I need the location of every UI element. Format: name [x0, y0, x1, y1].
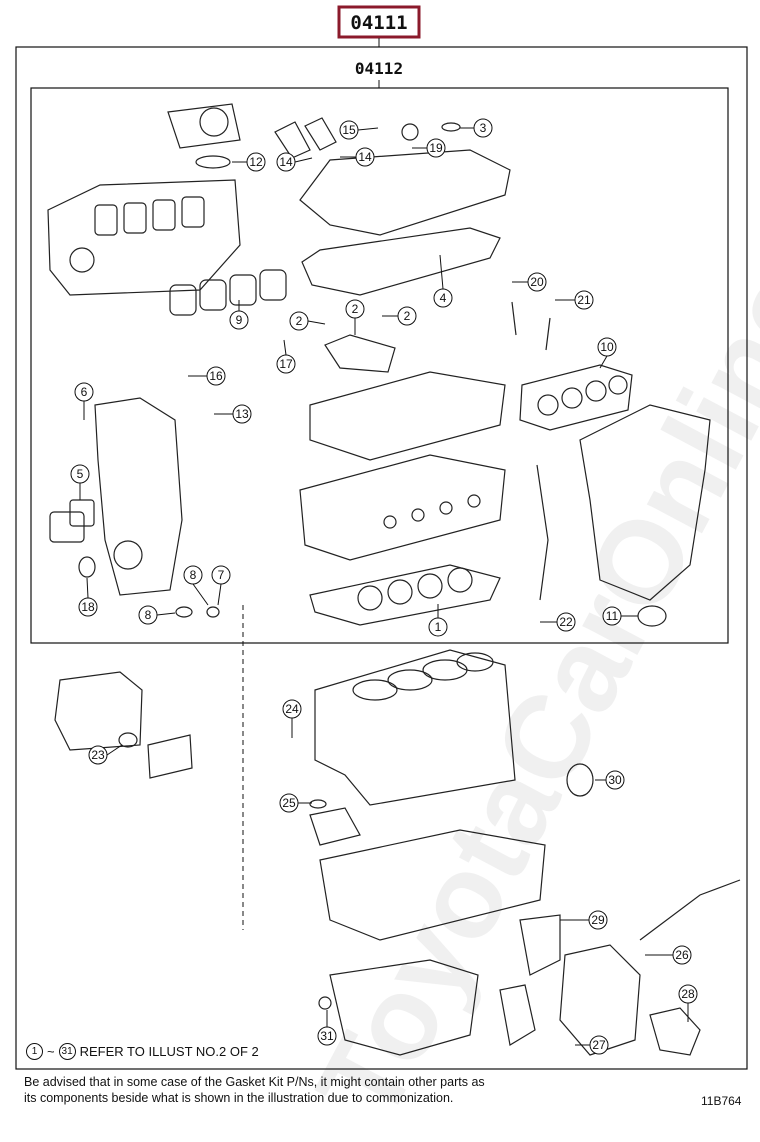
callout-26[interactable]	[672, 945, 692, 965]
callout-11[interactable]	[602, 606, 622, 626]
parts-diagram: 04111 04112	[15, 5, 748, 1070]
callout-18[interactable]	[78, 597, 98, 617]
callout-31[interactable]	[317, 1026, 337, 1046]
svg-text:1: 1	[435, 620, 442, 634]
callout-22[interactable]	[556, 612, 576, 632]
callout-28[interactable]	[678, 984, 698, 1004]
callout-24[interactable]	[282, 699, 302, 719]
callout-25[interactable]	[279, 793, 299, 813]
svg-text:30: 30	[608, 773, 622, 787]
svg-text:16: 16	[209, 369, 223, 383]
footer-line-1: Be advised that in some case of the Gask…	[24, 1075, 485, 1089]
callout-4[interactable]	[433, 288, 453, 308]
callouts: 1 2 2 2 3 4 6 5 7 8	[70, 118, 698, 1055]
svg-text:5: 5	[77, 467, 84, 481]
callout-30[interactable]	[605, 770, 625, 790]
svg-text:26: 26	[675, 948, 689, 962]
svg-text:27: 27	[592, 1038, 606, 1052]
svg-text:22: 22	[559, 615, 573, 629]
callout-8[interactable]	[183, 565, 203, 585]
ref-to: 31	[58, 1043, 76, 1060]
callout-14[interactable]	[355, 147, 375, 167]
svg-text:28: 28	[681, 987, 695, 1001]
parts-art	[47, 103, 741, 1056]
callout-21[interactable]	[574, 290, 594, 310]
callout-27[interactable]	[589, 1035, 609, 1055]
svg-text:2: 2	[404, 309, 411, 323]
illustration-number: 11B764	[701, 1094, 742, 1108]
callout-16[interactable]	[206, 366, 226, 386]
svg-text:2: 2	[296, 314, 303, 328]
callout-15[interactable]	[339, 120, 359, 140]
svg-text:6: 6	[81, 385, 88, 399]
callout-7[interactable]	[211, 565, 231, 585]
ref-from: 1	[26, 1043, 43, 1060]
callout-19[interactable]	[426, 138, 446, 158]
svg-text:21: 21	[577, 293, 591, 307]
svg-text:8: 8	[145, 608, 152, 622]
callout-12[interactable]	[246, 152, 266, 172]
callout-3[interactable]	[473, 118, 493, 138]
callout-9[interactable]	[229, 310, 249, 330]
svg-text:12: 12	[249, 155, 263, 169]
callout-13[interactable]	[232, 404, 252, 424]
svg-text:18: 18	[81, 600, 95, 614]
svg-text:17: 17	[279, 357, 293, 371]
callout-1[interactable]	[428, 617, 448, 637]
callout-8[interactable]	[138, 605, 158, 625]
callout-23[interactable]	[88, 745, 108, 765]
svg-text:24: 24	[285, 702, 299, 716]
inner-frame	[30, 87, 729, 644]
outer-kit-code[interactable]: 04111	[350, 12, 407, 34]
svg-text:15: 15	[342, 123, 356, 137]
outer-frame	[15, 46, 748, 1070]
svg-text:31: 31	[320, 1029, 334, 1043]
ref-separator: ~	[47, 1044, 55, 1059]
svg-text:14: 14	[279, 155, 293, 169]
footer-line-2: its components beside what is shown in t…	[24, 1091, 454, 1105]
svg-text:20: 20	[530, 275, 544, 289]
callout-29[interactable]	[588, 910, 608, 930]
svg-text:10: 10	[600, 340, 614, 354]
ref-text: REFER TO ILLUST NO.2 OF 2	[79, 1044, 259, 1059]
callout-2[interactable]	[397, 306, 417, 326]
svg-text:3: 3	[480, 121, 487, 135]
svg-text:9: 9	[236, 313, 243, 327]
callout-14[interactable]	[276, 152, 296, 172]
svg-text:2: 2	[352, 302, 359, 316]
svg-text:19: 19	[429, 141, 443, 155]
svg-text:8: 8	[190, 568, 197, 582]
callout-2[interactable]	[345, 299, 365, 319]
svg-text:25: 25	[282, 796, 296, 810]
callout-20[interactable]	[527, 272, 547, 292]
footer-note: Be advised that in some case of the Gask…	[24, 1074, 485, 1106]
svg-text:13: 13	[235, 407, 249, 421]
callout-17[interactable]	[276, 354, 296, 374]
callout-6[interactable]	[74, 382, 94, 402]
svg-text:7: 7	[218, 568, 225, 582]
svg-text:11: 11	[606, 609, 619, 623]
svg-text:29: 29	[591, 913, 605, 927]
svg-text:23: 23	[91, 748, 105, 762]
callout-5[interactable]	[70, 464, 90, 484]
callout-10[interactable]	[597, 337, 617, 357]
reference-note: 1 ~ 31 REFER TO ILLUST NO.2 OF 2	[26, 1043, 259, 1060]
svg-text:4: 4	[440, 291, 447, 305]
outer-kit-box	[337, 5, 421, 39]
svg-text:14: 14	[358, 150, 372, 164]
inner-kit-code[interactable]: 04112	[355, 59, 403, 78]
callout-2[interactable]	[289, 311, 309, 331]
